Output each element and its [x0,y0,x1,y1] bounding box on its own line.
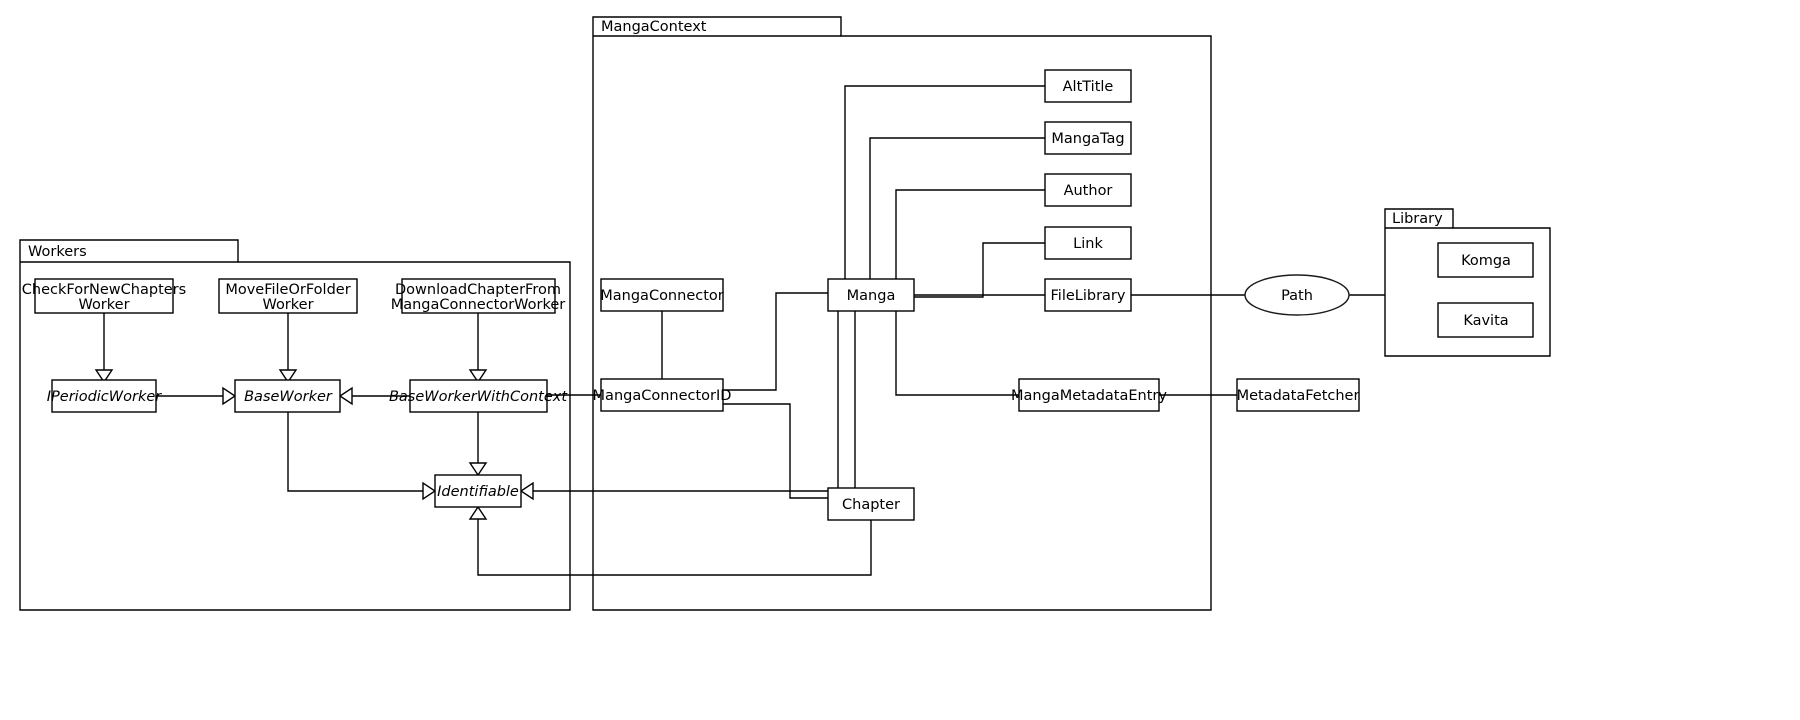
class-label: Author [1064,183,1113,199]
class-box-author[interactable]: Author [1044,173,1132,207]
generalization-arrowhead [519,481,534,501]
class-label: MangaMetadataEntry [1011,388,1167,404]
package-library-outline [1384,208,1551,357]
edge-baseworker-identifiable [287,412,437,501]
class-label: AltTitle [1063,79,1114,95]
edge-baseworkerwithcontext-identifiable [468,412,488,477]
class-box-iperiodicworker[interactable]: IPeriodicWorker [47,379,162,413]
package-workers-label: Workers [28,244,87,260]
edge-mangaconnectorid-manga [723,292,828,391]
class-box-komga[interactable]: Komga [1437,242,1534,278]
edge-manga-link [914,242,1045,298]
class-box-metadatafetcher[interactable]: MetadataFetcher [1236,378,1360,412]
class-label-line2: Worker [262,297,313,313]
class-label: BaseWorker [244,389,333,405]
ellipse-node-path[interactable]: Path [1244,274,1350,316]
package-mangacontext: MangaContext [592,16,1212,611]
class-label: Chapter [842,497,900,513]
edge-checkfornewchapters-iperiodicworker [94,313,114,384]
generalization-arrowhead [222,386,237,406]
class-label: Link [1073,236,1103,252]
class-label-line2: Worker [78,297,129,313]
class-label: BaseWorkerWithContext [389,389,568,405]
class-box-identifiable[interactable]: Identifiable [434,474,522,508]
package-library: Library [1384,208,1551,357]
edge-baseworkerwithcontext-baseworker [338,386,410,406]
class-label: Komga [1461,253,1511,269]
class-box-kavita[interactable]: Kavita [1437,302,1534,338]
class-label: Manga [847,288,896,304]
class-label-line1: CheckForNewChapters [22,282,186,298]
package-mangacontext-label: MangaContext [601,19,707,35]
generalization-arrowhead [468,505,488,520]
class-label: FileLibrary [1051,288,1126,304]
generalization-arrowhead [468,462,488,477]
class-box-mangaconnectorid[interactable]: MangaConnectorID [593,378,732,412]
generalization-arrowhead [278,369,298,384]
edge-iperiodicworker-baseworker [156,386,237,406]
generalization-arrowhead [422,481,437,501]
class-label: MangaTag [1051,131,1124,147]
edge-manga-author [895,189,1045,279]
class-label: IPeriodicWorker [47,389,162,405]
class-box-mangaconnector[interactable]: MangaConnector [600,278,724,312]
class-box-mangametadataentry[interactable]: MangaMetadataEntry [1011,378,1167,412]
class-box-manga[interactable]: Manga [827,278,915,312]
edge-manga-mangametadataentry [895,311,1019,396]
class-box-filelibrary[interactable]: FileLibrary [1044,278,1132,312]
class-box-alttitle[interactable]: AltTitle [1044,69,1132,103]
class-box-link[interactable]: Link [1044,226,1132,260]
edge-downloadchapter-baseworkerwithcontext [468,313,488,384]
class-box-chapter[interactable]: Chapter [827,487,915,521]
class-box-baseworker[interactable]: BaseWorker [234,379,341,413]
class-box-movefileorfolder-worker[interactable]: MoveFileOrFolder Worker [218,278,358,314]
class-label: MangaConnector [600,288,724,304]
edge-manga-chapter [828,311,839,505]
edge-mangaconnectorid-chapter [723,403,828,499]
class-box-downloadchapterfrommangaconnectorworker[interactable]: DownloadChapterFrom MangaConnectorWorker [391,278,566,314]
ellipse-label: Path [1281,288,1313,304]
class-label: MetadataFetcher [1237,388,1360,404]
generalization-arrowhead [468,369,488,384]
package-library-label: Library [1392,211,1443,227]
package-workers-outline [19,239,571,611]
edge-manga-alttitle [844,85,1045,279]
package-workers: Workers [19,239,571,611]
class-label: Identifiable [437,484,519,500]
class-label-line1: MoveFileOrFolder [225,282,350,298]
generalization-arrowhead [94,369,114,384]
class-label-line1: DownloadChapterFrom [395,282,561,298]
class-label: Kavita [1463,313,1508,329]
class-box-baseworkerwithcontext[interactable]: BaseWorkerWithContext [389,379,568,413]
generalization-arrowhead [338,386,353,406]
edge-manga-mangatag [869,137,1045,279]
class-box-checkfornewchapters-worker[interactable]: CheckForNewChapters Worker [22,278,186,314]
edge-chapter-identifiable [468,505,872,576]
edge-movefileorfolder-baseworker [278,313,298,384]
package-mangacontext-outline [592,16,1212,611]
class-box-mangatag[interactable]: MangaTag [1044,121,1132,155]
class-label-line2: MangaConnectorWorker [391,297,566,313]
class-label: MangaConnectorID [593,388,732,404]
